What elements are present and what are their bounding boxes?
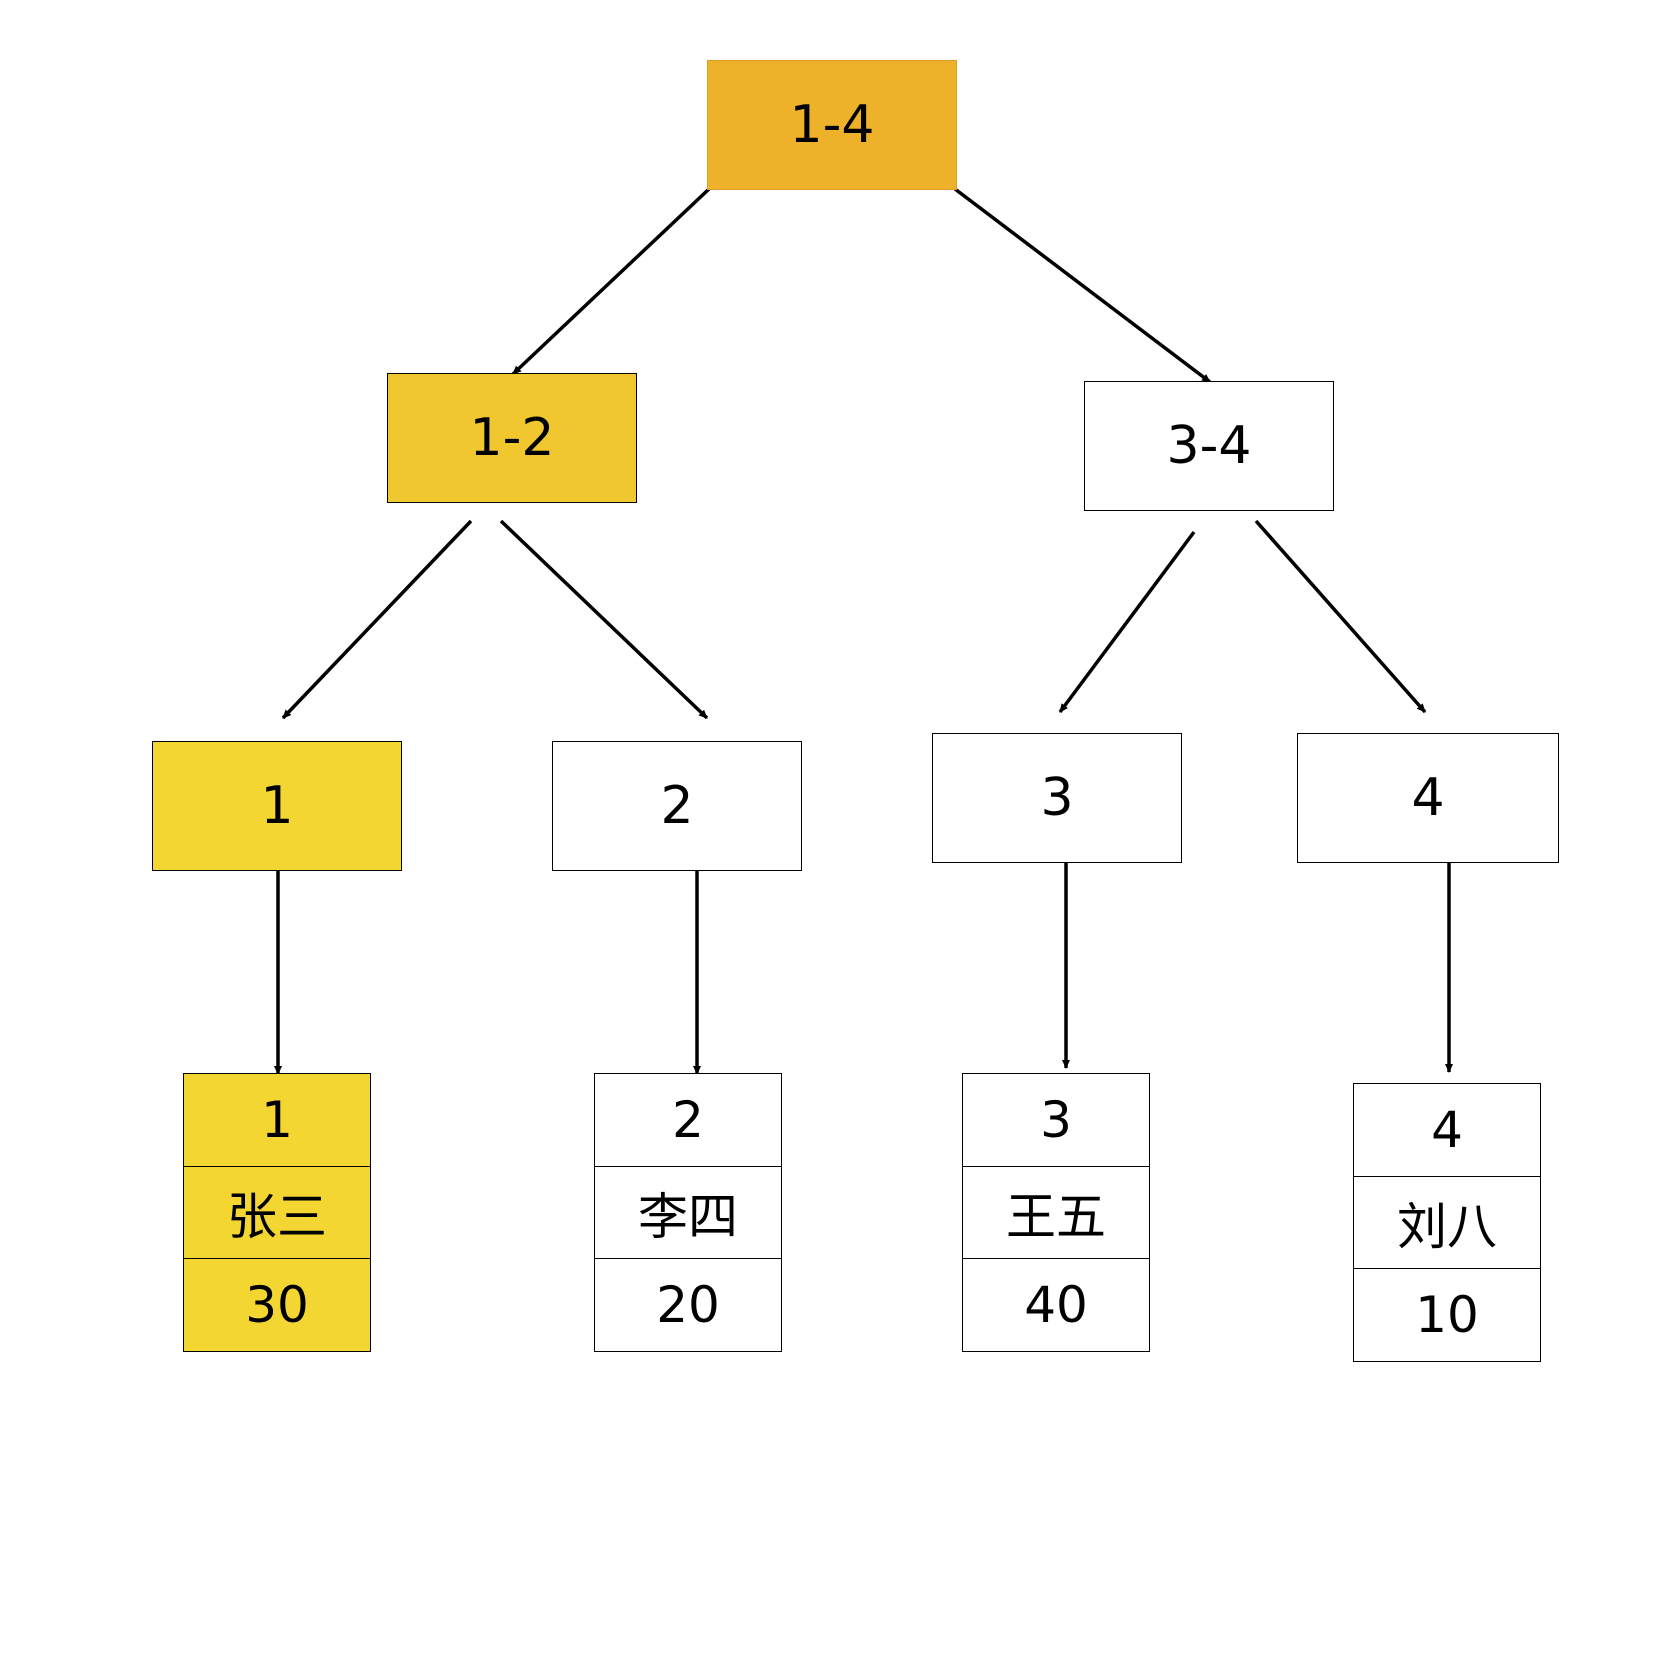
edge-root-to-1-2 xyxy=(511,187,711,376)
record-2: 2 李四 20 xyxy=(594,1073,782,1352)
record-2-name: 李四 xyxy=(595,1165,781,1259)
node-1-2: 1-2 xyxy=(387,373,637,503)
edge-1-2-to-2 xyxy=(499,519,709,720)
node-leaf-2: 2 xyxy=(552,741,802,871)
record-3: 3 王五 40 xyxy=(962,1073,1150,1352)
record-4-value: 10 xyxy=(1354,1268,1540,1361)
node-root-label: 1-4 xyxy=(789,95,875,155)
node-leaf-4-label: 4 xyxy=(1411,768,1445,828)
record-1: 1 张三 30 xyxy=(183,1073,371,1352)
record-3-id: 3 xyxy=(1040,1090,1072,1149)
node-3-4: 3-4 xyxy=(1084,381,1334,511)
edge-root-to-3-4 xyxy=(953,187,1212,384)
record-1-id: 1 xyxy=(261,1090,293,1149)
record-3-name: 王五 xyxy=(963,1165,1149,1259)
edge-3-4-to-3 xyxy=(1058,530,1196,714)
record-4: 4 刘八 10 xyxy=(1353,1083,1541,1362)
node-leaf-3-label: 3 xyxy=(1040,768,1074,828)
node-leaf-4: 4 xyxy=(1297,733,1559,863)
record-4-id: 4 xyxy=(1431,1100,1463,1159)
node-leaf-3: 3 xyxy=(932,733,1182,863)
edge-1-2-to-1 xyxy=(281,519,473,720)
record-2-value: 20 xyxy=(595,1258,781,1351)
edge-3-4-to-4 xyxy=(1254,519,1427,714)
record-1-name: 张三 xyxy=(184,1165,370,1259)
node-leaf-1-label: 1 xyxy=(260,776,294,836)
node-leaf-1: 1 xyxy=(152,741,402,871)
node-leaf-2-label: 2 xyxy=(660,776,694,836)
record-2-id: 2 xyxy=(672,1090,704,1149)
record-4-name: 刘八 xyxy=(1354,1175,1540,1269)
node-root: 1-4 xyxy=(707,60,957,190)
record-3-value: 40 xyxy=(963,1258,1149,1351)
node-1-2-label: 1-2 xyxy=(469,408,555,468)
record-1-value: 30 xyxy=(184,1258,370,1351)
node-3-4-label: 3-4 xyxy=(1166,416,1252,476)
